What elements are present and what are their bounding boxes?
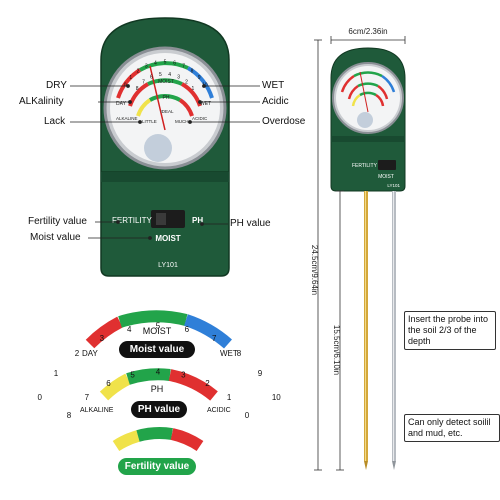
- moist-value-label: Moist value: [30, 232, 81, 243]
- dry-label: DRY: [46, 80, 67, 91]
- dial-needle: [149, 65, 166, 131]
- ph-scale-tick: 4: [156, 368, 161, 377]
- fertility-scale: [112, 427, 204, 452]
- small-fertility-label: FERTILITY: [352, 163, 378, 169]
- moist-scale-tick: 9: [258, 369, 263, 378]
- moist-scale: 0 1 2 3 4 5 6 7 8 9 10 MOIST DAY WET: [37, 310, 281, 402]
- dial-ph-label: PH: [163, 95, 170, 101]
- dial-moist-label: MOIST: [158, 79, 174, 85]
- ph-scale-tick: 3: [181, 371, 186, 380]
- insert-note: Insert the probe into the soil 2/3 of th…: [404, 311, 496, 350]
- dial-little-label: LITTLE: [142, 119, 157, 124]
- small-moist-label: MOIST: [378, 174, 394, 180]
- dial-moist-tick: 4: [154, 61, 157, 67]
- dial-alkaline-label: ALKALINE: [116, 116, 138, 121]
- ph-scale-left: ALKALINE: [80, 407, 114, 414]
- ph-scale-tick: 7: [85, 393, 90, 402]
- dial-face: [110, 53, 220, 163]
- dial-ph-tick: 2: [185, 79, 188, 85]
- moist-scale-tick: 7: [212, 334, 217, 343]
- dial-moist-tick: 1: [129, 75, 132, 81]
- dial-ph-tick: 4: [168, 72, 171, 78]
- ph-scale-tick: 1: [227, 393, 232, 402]
- dial-moist-tick: 7: [182, 64, 185, 70]
- moist-scale-tick: 3: [100, 334, 105, 343]
- switch-ph-label: PH: [192, 216, 203, 225]
- dial-moist-tick: 6: [173, 61, 176, 67]
- dial-day-label: DAY: [116, 101, 127, 107]
- height-dimension: 24.5cm/9.64in: [310, 245, 319, 295]
- ph-value-label: PH value: [230, 218, 271, 229]
- ph-scale-tick: 8: [67, 411, 72, 420]
- fertility-value-label: Fertility value: [28, 216, 87, 227]
- dial-ph-tick: 7: [142, 79, 145, 85]
- ph-scale-tick: 0: [245, 411, 250, 420]
- ph-scale-ticks: 8 7 6 5 4 3 2 1 0: [67, 368, 250, 420]
- small-mode-switch[interactable]: [378, 160, 396, 170]
- callout-lines: [70, 84, 260, 240]
- dial-ph-tick: 1: [192, 86, 195, 92]
- dial-ph-tick: 3: [177, 75, 180, 81]
- dial-moist-tick: 5: [164, 60, 167, 66]
- ph-scale: 8 7 6 5 4 3 2 1 0 PH ALKALINE ACIDIC: [67, 368, 250, 420]
- dial-ph-tick: 6: [150, 75, 153, 81]
- small-model-label: LY101: [387, 183, 400, 188]
- moist-scale-tick: 10: [272, 393, 281, 402]
- probe-dimension: 15.5cm/6.10in: [332, 325, 341, 375]
- switch-fertility-label: FERTILITY: [112, 216, 153, 225]
- dial-moist-tick: 9: [198, 75, 201, 81]
- dial-moist-tick: 8: [191, 69, 194, 75]
- ph-scale-tick: 6: [106, 379, 111, 388]
- fertility-value-pill: Fertility value: [118, 458, 196, 475]
- ph-scale-right: ACIDIC: [207, 407, 231, 414]
- moist-scale-tick: 6: [185, 325, 190, 334]
- detect-note: Can only detect soilil and mud, etc.: [404, 414, 500, 442]
- dial-much-label: MUCH: [175, 119, 189, 124]
- large-meter: MOIST PH IDEAL DAY WET ALKALINE ACIDIC L…: [100, 17, 230, 277]
- moist-value-pill: Moist value: [119, 341, 195, 358]
- moist-scale-tick: 0: [37, 393, 42, 402]
- moist-scale-right: WET: [220, 349, 238, 358]
- dial-moist-tick: 2: [137, 69, 140, 75]
- small-meter: FERTILITY MOIST LY101: [330, 47, 406, 470]
- moist-scale-tick: 8: [237, 349, 242, 358]
- moist-scale-left: DAY: [82, 349, 99, 358]
- moist-scale-tick: 1: [54, 369, 59, 378]
- ph-scale-tick: 5: [130, 371, 135, 380]
- ph-scale-tick: 2: [205, 379, 210, 388]
- width-dimension: 6cm/2.36in: [348, 27, 387, 36]
- ph-value-pill: PH value: [131, 401, 187, 418]
- model-label: LY101: [158, 262, 178, 269]
- lack-label: Lack: [44, 116, 66, 127]
- moist-scale-tick: 5: [156, 322, 161, 331]
- dial-acidic-label: ACIDIC: [192, 116, 208, 121]
- wet-label: WET: [262, 80, 285, 91]
- alkalinity-label: ALKalinity: [19, 96, 64, 107]
- moist-scale-ticks: 0 1 2 3 4 5 6 7 8 9 10: [37, 322, 281, 402]
- switch-moist-label: MOIST: [155, 234, 180, 243]
- moist-scale-name: MOIST: [143, 326, 172, 336]
- dial-ph-tick: 5: [159, 72, 162, 78]
- moist-scale-tick: 2: [75, 349, 80, 358]
- dial-wet-label: WET: [200, 101, 211, 107]
- dial-moist-tick: 3: [145, 64, 148, 70]
- dial-ideal-label: IDEAL: [160, 109, 174, 114]
- dimension-lines: [314, 36, 406, 471]
- ph-scale-name: PH: [151, 384, 164, 394]
- overdose-label: Overdose: [262, 116, 306, 127]
- dial-ph-tick: 8: [136, 86, 139, 92]
- moist-scale-tick: 4: [127, 325, 132, 334]
- acidic-label: Acidic: [262, 96, 289, 107]
